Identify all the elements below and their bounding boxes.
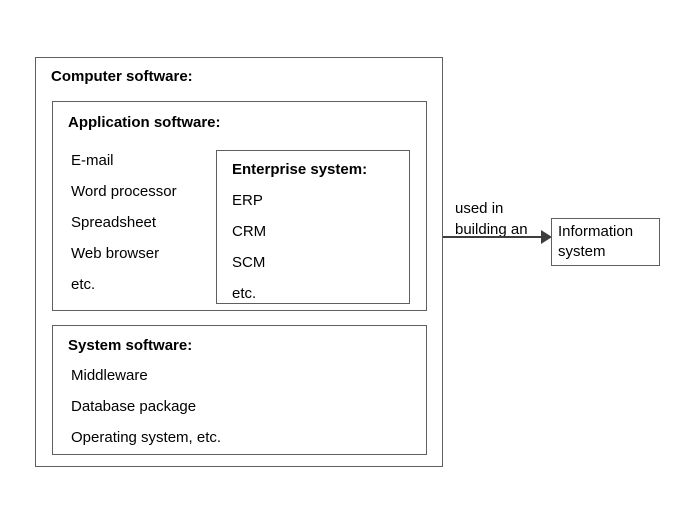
system-software-list: Middleware Database package Operating sy… — [71, 366, 221, 448]
system-software-item: Middleware — [71, 367, 148, 384]
app-software-item: Web browser — [71, 245, 160, 262]
enterprise-system-title: Enterprise system: — [232, 161, 368, 178]
enterprise-item: CRM — [232, 223, 267, 240]
computer-software-box: Computer software: Application software:… — [35, 57, 443, 467]
application-software-box: Application software: E-mail Word proces… — [52, 101, 427, 311]
enterprise-item: etc. — [232, 285, 257, 302]
enterprise-item: SCM — [232, 254, 266, 271]
arrow-right-icon — [541, 230, 552, 244]
app-software-item: E-mail — [71, 152, 114, 169]
app-software-item: Spreadsheet — [71, 214, 157, 231]
arrow-label: used in building an — [455, 200, 528, 238]
information-system-box: Information system — [551, 218, 660, 266]
app-software-item: Word processor — [71, 183, 177, 200]
application-software-list: E-mail Word processor Spreadsheet Web br… — [71, 151, 177, 295]
app-software-item: etc. — [71, 276, 96, 293]
system-software-box: System software: Middleware Database pac… — [52, 325, 427, 455]
computer-software-title: Computer software: — [51, 68, 193, 85]
enterprise-item: ERP — [232, 192, 263, 209]
application-software-title: Application software: — [68, 114, 221, 131]
enterprise-system-box: Enterprise system: ERP CRM SCM etc. — [216, 150, 410, 304]
enterprise-system-list: ERP CRM SCM etc. — [232, 191, 266, 304]
system-software-item: Database package — [71, 398, 197, 415]
system-software-item: Operating system, etc. — [71, 429, 222, 446]
arrow-line — [443, 236, 542, 238]
system-software-title: System software: — [68, 337, 193, 354]
